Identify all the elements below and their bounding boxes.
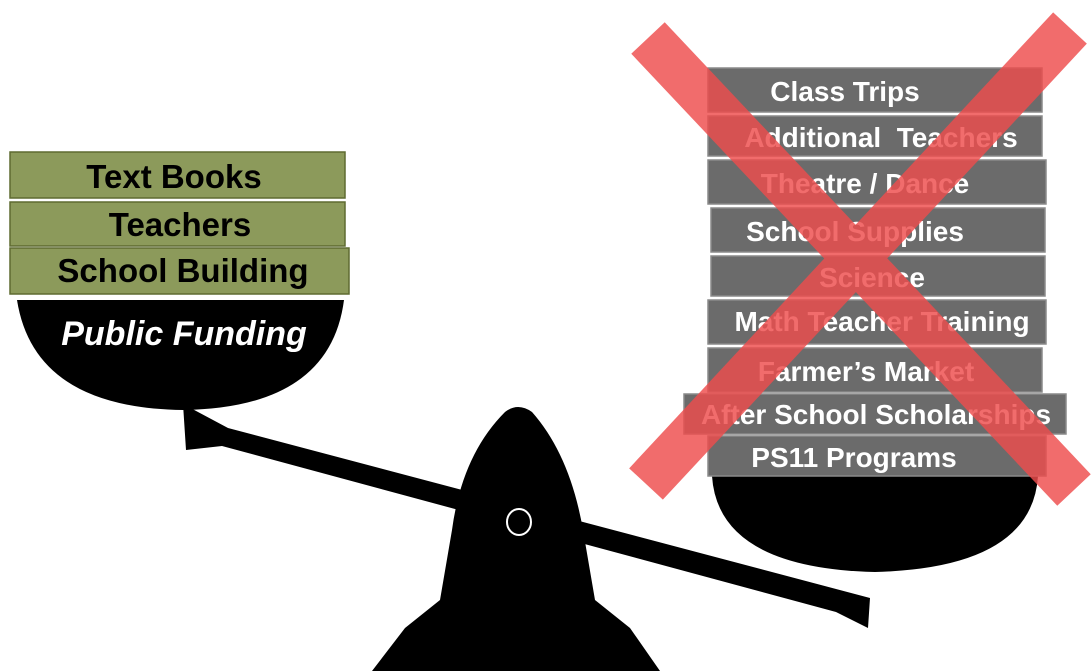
left-item-label: Teachers: [109, 206, 251, 243]
left-pan-label: Public Funding: [61, 315, 307, 353]
right-item-label: Class Trips: [770, 76, 919, 107]
left-item-label: School Building: [57, 252, 308, 289]
left-pan-stack: Text Books Teachers School Building: [10, 152, 349, 294]
left-item-label: Text Books: [86, 158, 261, 195]
right-item-label: PS11 Programs: [751, 442, 956, 473]
right-pan: [712, 476, 1038, 572]
